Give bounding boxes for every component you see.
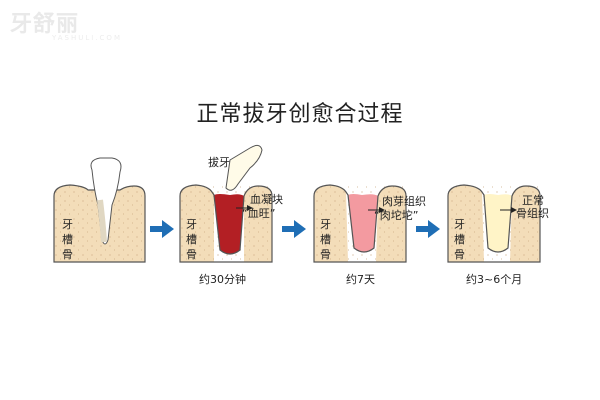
stage-3-socket-tissue: [348, 194, 378, 252]
stage-3-caption: 约7天: [346, 273, 375, 286]
stage-3-bone-label-2: 槽: [320, 233, 331, 246]
diagram-title: 正常拔牙创愈合过程: [196, 102, 404, 127]
extracted-tooth: [225, 144, 263, 191]
stage-2-bone-label-3: 骨: [186, 248, 197, 261]
stage-3-bone-label-1: 牙: [320, 218, 331, 231]
stage-2-blood-clot: 拔牙 血凝块 “血旺” 牙 槽 骨 约30分钟: [179, 144, 283, 286]
stage-2-bone-label-1: 牙: [186, 218, 197, 231]
stage-2-bone-label-2: 槽: [186, 233, 197, 246]
stage-2-socket-clot: [214, 194, 244, 254]
stage-3-annotation-1: 肉芽组织: [382, 194, 426, 208]
stage-2-extract-label: 拔牙: [208, 155, 230, 169]
arrow-2: [282, 220, 306, 238]
stage-4-bone-label-3: 骨: [454, 248, 465, 261]
stage-3-bone-label-3: 骨: [320, 248, 331, 261]
stage-4-bone-label-2: 槽: [454, 233, 465, 246]
stage-4-caption: 约3~6个月: [466, 273, 522, 286]
stage-1-bone-label-3: 骨: [62, 248, 73, 261]
stage-3-granulation: 肉芽组织 “肉坨坨” 牙 槽 骨 约7天: [313, 184, 426, 286]
arrow-1: [150, 220, 174, 238]
stage-4-bone-label-1: 牙: [454, 218, 465, 231]
watermark-logo: 牙舒丽: [10, 12, 80, 37]
stage-4-annotation-1: 正常: [522, 194, 544, 207]
stage-3-annotation-2: “肉坨坨”: [374, 208, 418, 222]
watermark-domain: YASHULI.COM: [52, 34, 122, 42]
stage-2-annotation-1: 血凝块: [250, 192, 283, 206]
stage-4-normal-bone: 正常 骨组织 牙 槽 骨 约3~6个月: [447, 184, 549, 286]
stage-4-socket-bone: [484, 194, 512, 252]
stage-1-bone-label-1: 牙: [62, 218, 73, 231]
stage-1-bone-label-2: 槽: [62, 233, 73, 246]
arrow-3: [416, 220, 440, 238]
stage-4-annotation-2: 骨组织: [516, 206, 549, 220]
stage-2-annotation-2: “血旺”: [242, 206, 275, 220]
stage-2-caption: 约30分钟: [199, 272, 246, 286]
stage-1-tooth-in-socket: 牙 槽 骨: [53, 157, 146, 263]
